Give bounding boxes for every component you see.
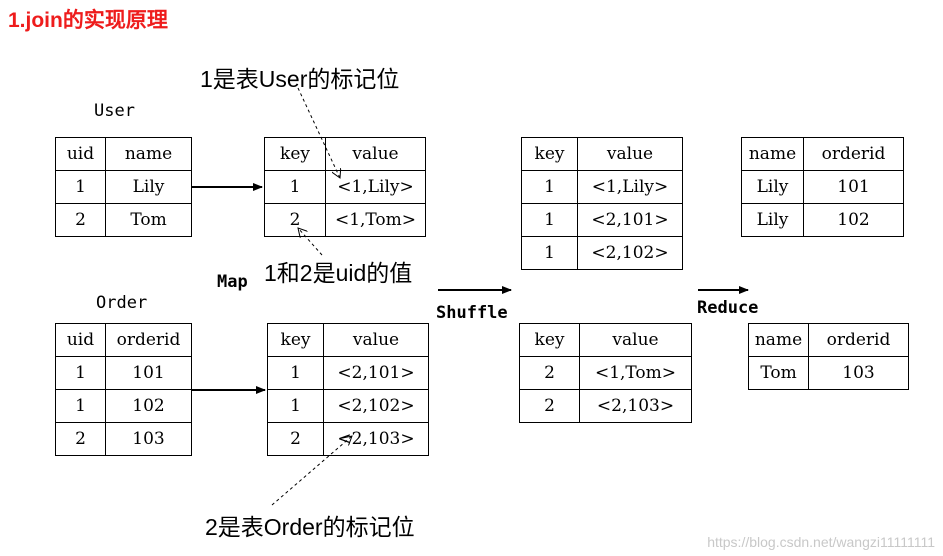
table-cell: <2,101> (577, 203, 683, 237)
table-cell: 101 (105, 356, 192, 390)
table-cell: <1,Lily> (325, 170, 426, 204)
uid-value-note: 1和2是uid的值 (264, 260, 413, 286)
table-cell: <2,102> (577, 236, 683, 270)
column-header: orderid (803, 137, 904, 171)
page-title: 1.join的实现原理 (8, 9, 168, 32)
table-cell: <1,Lily> (577, 170, 683, 204)
order-table-label: Order (96, 293, 148, 313)
column-header: name (741, 137, 804, 171)
table-row: 2<1,Tom> (519, 356, 692, 390)
user-flag-pointer (297, 87, 340, 178)
table-cell: Lily (741, 203, 804, 237)
table-cell: <2,102> (323, 389, 429, 423)
column-header: uid (55, 137, 106, 171)
table-cell: 2 (519, 356, 580, 390)
user-table-label: User (94, 101, 135, 121)
table-row: 2<2,103> (519, 389, 692, 423)
table-cell: Tom (105, 203, 192, 237)
user-flag-note: 1是表User的标记位 (200, 66, 400, 92)
table-cell: 103 (105, 422, 192, 456)
table-cell: 2 (55, 422, 106, 456)
table-row: 1<1,Lily> (264, 170, 426, 204)
table-cell: 1 (521, 236, 578, 270)
table-row: 1<2,102> (521, 236, 683, 270)
column-header: name (105, 137, 192, 171)
column-header: value (577, 137, 683, 171)
column-header: key (267, 323, 324, 357)
map-stage-label: Map (217, 272, 248, 292)
table-cell: <2,103> (579, 389, 692, 423)
uid-value-pointer (298, 228, 323, 256)
table-cell: <1,Tom> (325, 203, 426, 237)
reduce-stage-label: Reduce (697, 298, 759, 318)
table-cell: 2 (267, 422, 324, 456)
table-cell: 102 (803, 203, 904, 237)
table-row: 1<2,101> (521, 203, 683, 237)
column-header: uid (55, 323, 106, 357)
table-cell: 103 (808, 356, 909, 390)
table-cell: <2,103> (323, 422, 429, 456)
order-flag-note: 2是表Order的标记位 (205, 514, 415, 540)
column-header: key (264, 137, 326, 171)
column-header: orderid (808, 323, 909, 357)
table-cell: 1 (55, 389, 106, 423)
table-row: 1<2,102> (267, 389, 429, 423)
table-cell: 1 (55, 170, 106, 204)
column-header: value (323, 323, 429, 357)
order-flag-pointer (271, 436, 352, 506)
shuffle-stage-label: Shuffle (436, 303, 508, 323)
column-header: key (519, 323, 580, 357)
table-row: 2<1,Tom> (264, 203, 426, 237)
table-cell: Lily (105, 170, 192, 204)
watermark: https://blog.csdn.net/wangzi11111111 (707, 534, 935, 550)
table-cell: 102 (105, 389, 192, 423)
column-header: orderid (105, 323, 192, 357)
table-cell: 2 (55, 203, 106, 237)
table-cell: <1,Tom> (579, 356, 692, 390)
table-row: 2<2,103> (267, 422, 429, 456)
table-cell: Lily (741, 170, 804, 204)
